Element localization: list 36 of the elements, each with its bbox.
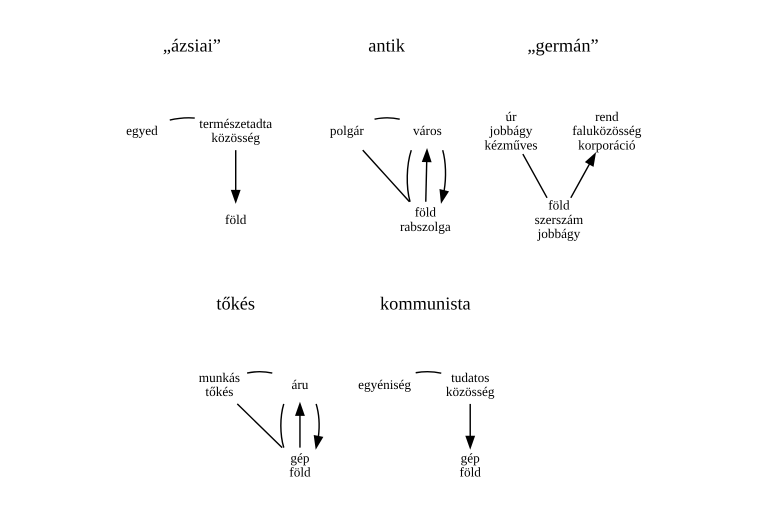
arrow (570, 152, 596, 198)
connector (374, 117, 400, 120)
label: tőkés (216, 293, 255, 314)
arrow (438, 150, 449, 204)
connector (406, 150, 412, 202)
node-text: természetadta közösség (198, 116, 272, 146)
node-text: egyéniség (358, 376, 411, 392)
node-text: áru (290, 376, 308, 392)
connector (522, 154, 548, 198)
arrow (313, 404, 323, 450)
connector (236, 403, 282, 448)
node-text: gép föld (288, 450, 310, 480)
node-text: rend faluközösség korporáció (572, 108, 641, 152)
node-text: gép föld (459, 450, 480, 480)
label: kommunista (380, 293, 470, 314)
node-text: föld szerszám jobbágy (534, 198, 583, 242)
connector (246, 371, 272, 374)
node-text: föld rabszolga (399, 204, 450, 234)
arrow (294, 402, 304, 448)
connector (415, 371, 441, 374)
connector (362, 150, 410, 202)
node-text: polgár (329, 123, 364, 138)
node-text: föld (224, 212, 246, 227)
arrow (464, 404, 475, 450)
label: „ázsiai” (162, 35, 220, 56)
label: antik (368, 35, 404, 56)
connector (280, 404, 284, 448)
node-text: munkás tőkés (198, 370, 240, 400)
label: „germán” (526, 35, 598, 56)
node-text: úr jobbágy kézműves (484, 108, 537, 152)
node-text: egyed (126, 123, 158, 138)
node-text: város (412, 123, 442, 138)
arrow (421, 148, 432, 202)
arrow (230, 150, 240, 204)
node-text: tudatos közösség (445, 370, 494, 400)
connector (169, 117, 194, 121)
